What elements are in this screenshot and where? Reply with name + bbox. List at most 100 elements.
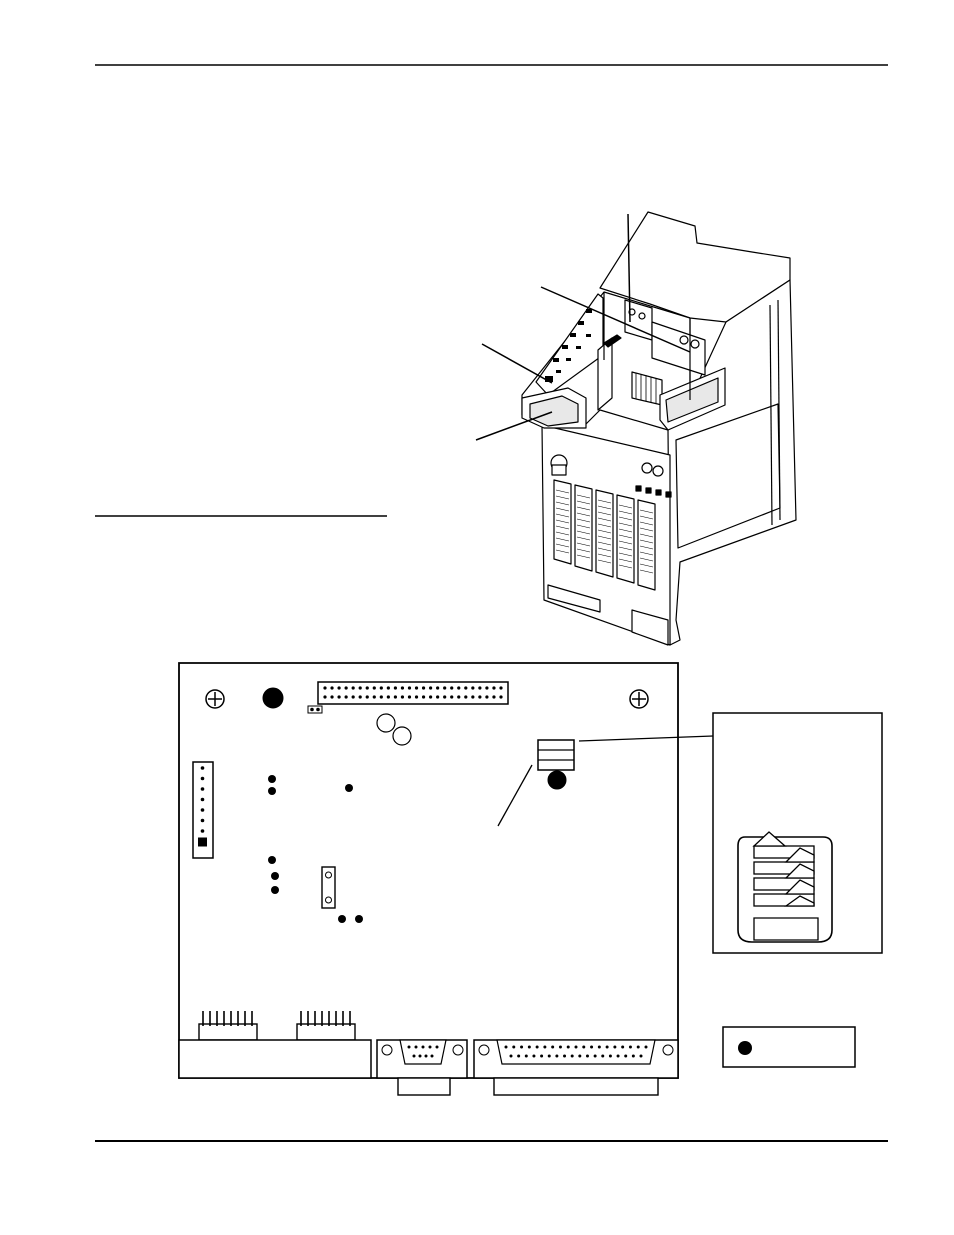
leader-rear-board xyxy=(540,286,691,353)
ribbon-header-pin xyxy=(365,686,369,690)
ribbon-header-pin xyxy=(337,686,341,690)
ribbon-header-pin xyxy=(450,686,454,690)
ribbon-header-pin xyxy=(414,686,419,690)
dsub-large-screw xyxy=(662,1044,674,1056)
terminal-block-position xyxy=(200,766,205,770)
ribbon-header xyxy=(317,681,509,705)
dsub-pin xyxy=(535,1045,539,1049)
leader-top xyxy=(627,213,631,323)
terminal-block-position xyxy=(200,818,205,823)
front-knob-base xyxy=(551,464,567,476)
ribbon-header-pin xyxy=(421,686,426,690)
ribbon-header-pin xyxy=(464,686,468,690)
ribbon-header-pin xyxy=(478,695,482,699)
ribbon-header-pin xyxy=(358,695,362,699)
dsub-small-screw xyxy=(452,1044,464,1056)
dsub-pin xyxy=(520,1045,524,1049)
ribbon-header-pin xyxy=(351,686,355,690)
cabinet-callout-leaders xyxy=(475,213,691,441)
dsub-pin xyxy=(631,1054,635,1058)
ribbon-header-pin xyxy=(330,686,334,690)
dsub-pin xyxy=(527,1045,531,1049)
ribbon-header-pin xyxy=(436,695,440,699)
front-switch xyxy=(655,489,662,496)
test-point-large xyxy=(262,687,284,709)
center-circuit-board xyxy=(597,337,613,411)
ribbon-header-pin xyxy=(436,686,440,690)
dsub-large-body xyxy=(493,1077,659,1096)
ribbon-header-pin xyxy=(358,686,362,690)
ribbon-header-pin xyxy=(471,686,475,690)
terminal-block-position xyxy=(200,829,205,833)
dsub-pin xyxy=(540,1054,544,1058)
dip-detail-rockers xyxy=(752,831,815,907)
dsub-pin xyxy=(407,1045,411,1049)
dsub-pin xyxy=(582,1045,586,1049)
dsub-pin xyxy=(578,1054,582,1058)
ribbon-header-pin xyxy=(450,695,454,699)
pin-header-right xyxy=(296,1023,356,1041)
ribbon-header-pin xyxy=(379,686,383,690)
left-board-components xyxy=(545,309,592,382)
dsub-pin xyxy=(558,1045,562,1049)
dsub-pin xyxy=(613,1045,617,1049)
right-edge-line xyxy=(769,304,773,526)
dsub-small-pins xyxy=(407,1045,439,1058)
ribbon-header-pin xyxy=(393,686,397,690)
dsub-large-face xyxy=(496,1039,656,1065)
ribbon-header-pin xyxy=(407,686,412,690)
ribbon-header-pin xyxy=(330,695,334,699)
ribbon-header-pins xyxy=(323,686,503,699)
leader-left-bracket xyxy=(475,411,553,441)
ribbon-header-pin xyxy=(351,695,355,699)
dsub-large-screw xyxy=(478,1044,490,1056)
dsub-pin xyxy=(412,1054,416,1058)
pin-header-pins xyxy=(202,1011,351,1026)
ribbon-header-pin xyxy=(386,695,390,699)
power-connector-housing xyxy=(178,1039,372,1079)
dsub-pin xyxy=(593,1054,597,1058)
dsub-pin xyxy=(566,1045,570,1049)
dip-detail-leader xyxy=(578,735,714,742)
dip-switch-callout-leader xyxy=(497,764,533,827)
legend-box xyxy=(722,1026,856,1068)
front-indicator xyxy=(652,465,664,477)
dip-detail-base xyxy=(753,917,819,941)
pin-header-left xyxy=(198,1023,258,1041)
terminal-block-position xyxy=(200,808,205,812)
front-switch xyxy=(645,487,652,494)
vertical-jumper-pin xyxy=(325,896,332,904)
front-indicator xyxy=(641,462,653,474)
dsub-pin xyxy=(616,1054,620,1058)
dsub-pin xyxy=(517,1054,521,1058)
ribbon-header-pin xyxy=(344,695,348,699)
terminal-block-square-position xyxy=(198,837,207,847)
dsub-pin xyxy=(555,1054,559,1058)
mounting-screw-icon xyxy=(629,689,649,709)
dsub-pin xyxy=(551,1045,555,1049)
dip-switch-board xyxy=(537,739,575,771)
heat-sink-fins xyxy=(635,373,657,403)
ribbon-header-pin xyxy=(323,686,327,690)
legend-frame xyxy=(722,1026,856,1068)
dsub-pin xyxy=(421,1045,425,1049)
right-board-component xyxy=(679,335,689,345)
dsub-pin xyxy=(430,1054,434,1058)
terminal-block-positions xyxy=(198,766,207,847)
vertical-jumper-pin xyxy=(325,871,332,879)
ribbon-header-pin xyxy=(464,695,468,699)
power-supply-cabinet-illustration xyxy=(521,211,797,646)
dsub-pin xyxy=(435,1045,439,1049)
dsub-pin xyxy=(504,1045,508,1049)
ribbon-header-pin xyxy=(457,695,461,699)
terminal-block-position xyxy=(200,776,205,781)
dip-switch-detail xyxy=(712,712,883,954)
ribbon-header-pin xyxy=(443,686,447,690)
dsub-pin xyxy=(624,1054,628,1058)
dsub-pin xyxy=(597,1045,601,1049)
dsub-pin xyxy=(574,1045,578,1049)
dsub-pin xyxy=(601,1054,605,1058)
ribbon-header-pin xyxy=(386,686,390,690)
ribbon-header-pin xyxy=(485,695,489,699)
